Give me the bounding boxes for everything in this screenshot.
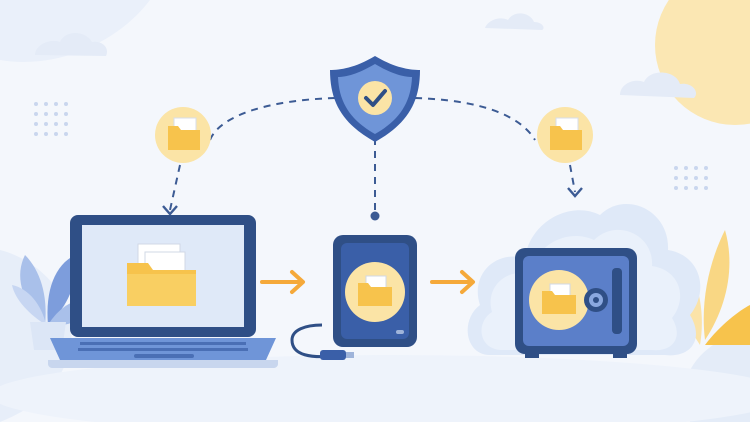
arrow-right-icon — [260, 270, 305, 294]
folder-badge-left — [155, 107, 211, 163]
arrow-down-right — [567, 187, 583, 198]
plant-icon — [12, 255, 95, 350]
folder-icon — [168, 126, 200, 150]
bg-clouds — [35, 13, 697, 98]
safe-icon — [515, 248, 637, 358]
folder-badge-right — [537, 107, 593, 163]
laptop-icon — [48, 215, 278, 368]
connection-dot — [370, 211, 380, 221]
bg-blob-top-left — [0, 0, 150, 62]
dot-grid-right — [674, 166, 708, 190]
folder-icon — [542, 291, 576, 314]
floor — [0, 355, 750, 422]
dot-grid-left — [34, 102, 68, 136]
dashed-connections — [169, 97, 576, 213]
arrow-down-left — [162, 205, 178, 216]
shield-check-icon — [330, 56, 420, 142]
folder-icon — [550, 126, 582, 150]
folder-icon — [358, 283, 392, 306]
external-drive-icon — [290, 235, 417, 360]
usb-cable-icon — [290, 323, 335, 359]
arrow-right-icon — [430, 270, 475, 294]
